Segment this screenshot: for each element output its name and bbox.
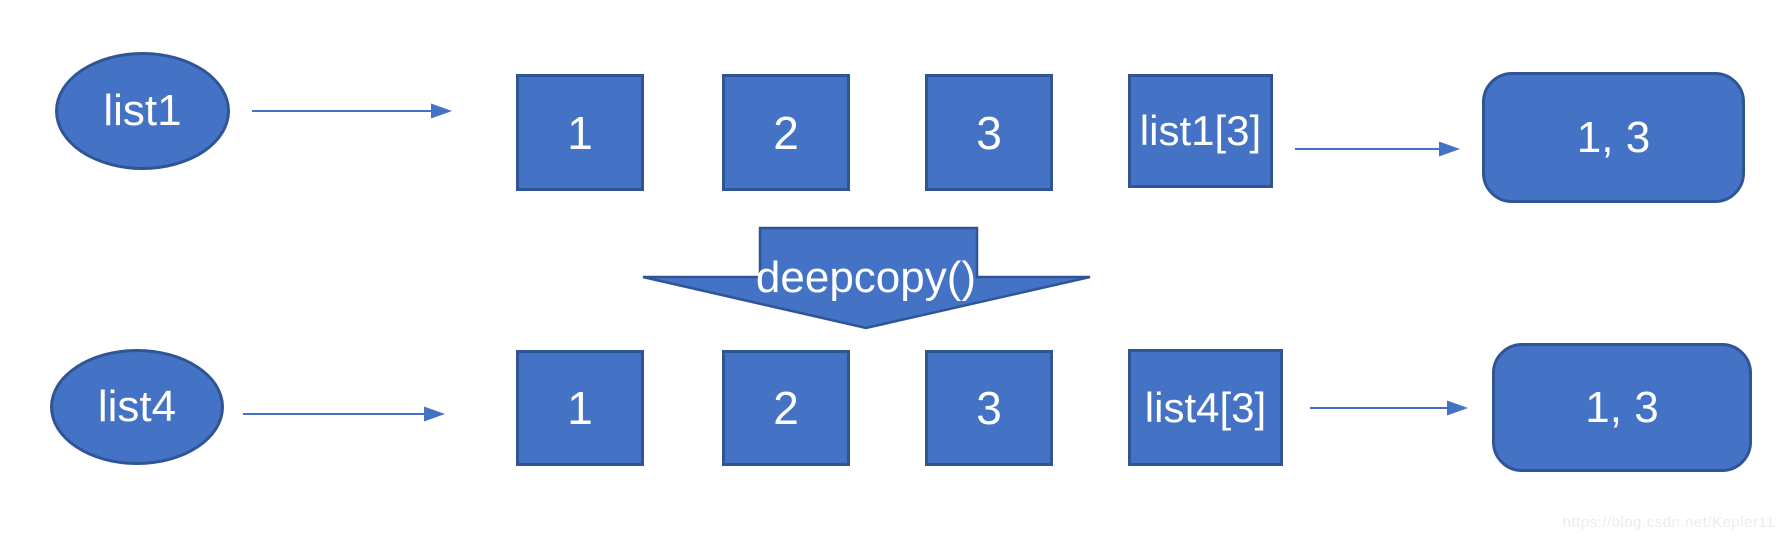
list4-pointer-arrow	[243, 406, 445, 422]
list4-node: list4	[50, 349, 224, 465]
list1-ref-cell: list1[3]	[1128, 74, 1273, 188]
deepcopy-label: deepcopy()	[755, 253, 977, 302]
cell-label: list4[3]	[1144, 383, 1267, 431]
list4-result-node: 1, 3	[1492, 343, 1752, 472]
arrow-head-icon	[1439, 141, 1460, 157]
cell-label: 1	[567, 382, 593, 434]
list1-cell-3: 3	[925, 74, 1053, 191]
list4-cell-2: 2	[722, 350, 850, 466]
cell-label: list1[3]	[1139, 107, 1262, 154]
cell-label: 2	[773, 106, 799, 159]
result-label: 1, 3	[1585, 382, 1659, 432]
cell-label: 3	[976, 382, 1002, 434]
arrow-head-icon	[424, 406, 445, 422]
cell-label: 2	[773, 382, 799, 434]
list1-node: list1	[55, 52, 230, 170]
list4-result-arrow	[1310, 400, 1468, 416]
cell-label: 3	[976, 106, 1002, 159]
arrow-head-icon	[431, 103, 452, 119]
watermark: https://blog.csdn.net/Kepler11	[1562, 514, 1775, 531]
list4-ref-cell: list4[3]	[1128, 349, 1283, 466]
list1-pointer-arrow	[252, 103, 452, 119]
list1-cell-1: 1	[516, 74, 644, 191]
result-label: 1, 3	[1576, 112, 1651, 162]
cell-label: 1	[567, 106, 593, 159]
arrow-head-icon	[1447, 400, 1468, 416]
list4-label: list4	[97, 382, 177, 431]
list1-cell-2: 2	[722, 74, 850, 191]
list1-result-node: 1, 3	[1482, 72, 1745, 203]
list1-result-arrow	[1295, 141, 1460, 157]
list4-cell-1: 1	[516, 350, 644, 466]
list1-label: list1	[103, 86, 182, 135]
list4-cell-3: 3	[925, 350, 1053, 466]
